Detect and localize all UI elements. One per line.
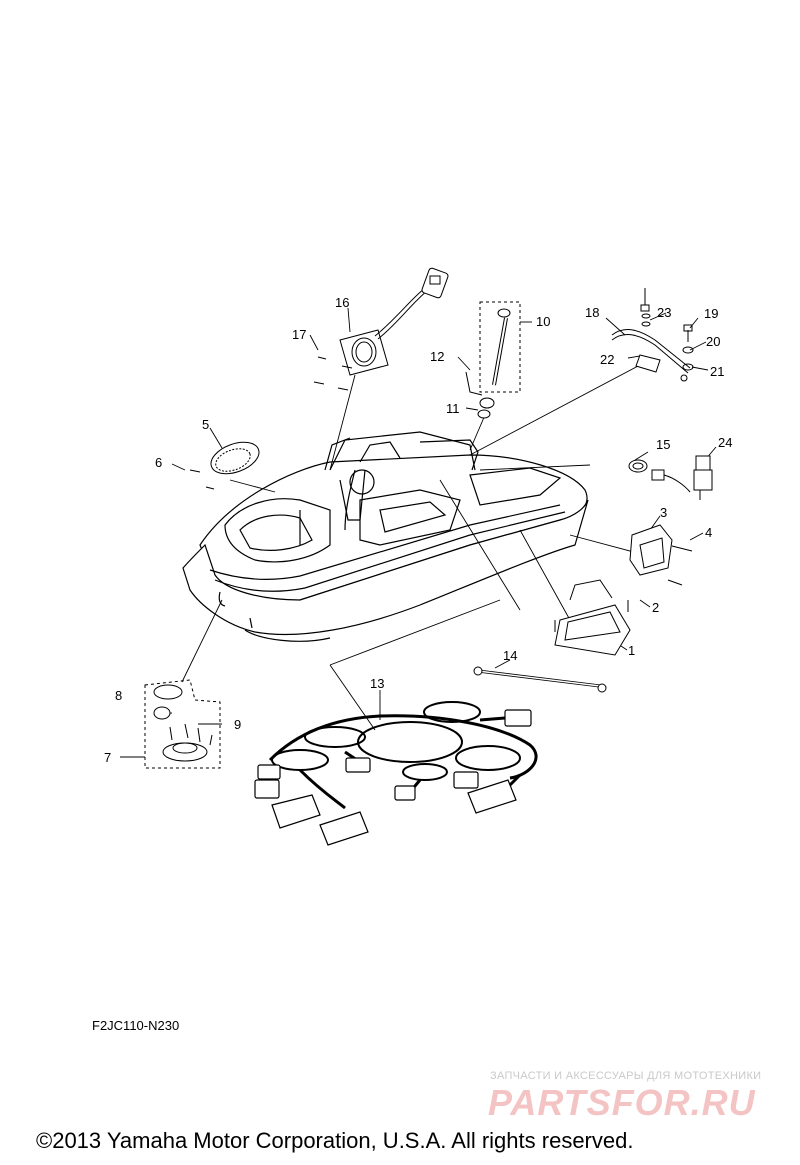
part-1-tray bbox=[554, 579, 631, 656]
callout-24: 24 bbox=[718, 435, 732, 450]
callout-3: 3 bbox=[660, 505, 667, 520]
callout-20: 20 bbox=[706, 334, 720, 349]
callout-12: 12 bbox=[430, 349, 444, 364]
part-18-bracket bbox=[611, 288, 694, 382]
part-16-speaker-plate bbox=[313, 267, 449, 391]
callout-16: 16 bbox=[335, 295, 349, 310]
callout-13: 13 bbox=[370, 676, 384, 691]
callout-21: 21 bbox=[710, 364, 724, 379]
watermark-logo: PARTSFOR.RU bbox=[488, 1082, 756, 1123]
callout-2: 2 bbox=[652, 600, 659, 615]
callout-15: 15 bbox=[656, 437, 670, 452]
part-14-cable bbox=[473, 666, 607, 693]
callout-14: 14 bbox=[503, 648, 517, 663]
watermark-tagline: ЗАПЧАСТИ И АКСЕССУАРЫ ДЛЯ МОТОТЕХНИКИ bbox=[490, 1070, 762, 1082]
callout-17: 17 bbox=[292, 327, 306, 342]
callout-19: 19 bbox=[704, 306, 718, 321]
callout-22: 22 bbox=[600, 352, 614, 367]
part-13-connectors bbox=[254, 709, 532, 846]
callout-11: 11 bbox=[446, 401, 460, 416]
diagram-code: F2JC110-N230 bbox=[92, 1018, 180, 1033]
callout-1: 1 bbox=[628, 643, 635, 658]
callout-9: 9 bbox=[234, 717, 241, 732]
boat-hull bbox=[182, 431, 589, 642]
callout-10: 10 bbox=[536, 314, 550, 329]
copyright-notice: ©2013 Yamaha Motor Corporation, U.S.A. A… bbox=[36, 1128, 634, 1153]
callout-6: 6 bbox=[155, 455, 162, 470]
callout-labels: 1 2 3 4 5 6 7 8 9 10 11 12 13 14 15 16 1… bbox=[104, 295, 732, 765]
callout-4: 4 bbox=[705, 525, 712, 540]
callout-7: 7 bbox=[104, 750, 111, 765]
part-7-inset bbox=[144, 679, 221, 769]
part-15-24-sensors bbox=[628, 455, 713, 500]
callout-8: 8 bbox=[115, 688, 122, 703]
part-10-rod bbox=[465, 301, 521, 419]
callout-5: 5 bbox=[202, 417, 209, 432]
callout-18: 18 bbox=[585, 305, 599, 320]
leader-lines bbox=[120, 307, 717, 758]
part-5-speaker bbox=[189, 441, 260, 490]
callout-23: 23 bbox=[657, 305, 671, 320]
part-3-box bbox=[629, 524, 693, 586]
